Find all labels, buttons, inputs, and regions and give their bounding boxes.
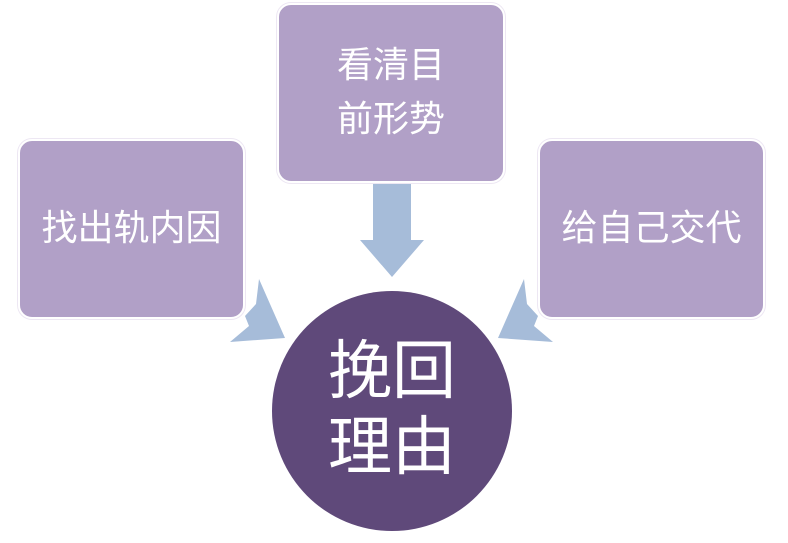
arrow-top-to-center <box>360 183 424 277</box>
arrow-left-to-center <box>230 279 285 342</box>
right-box-label: 给自己交代 <box>561 208 742 249</box>
center-line-1: 挽回 <box>328 335 456 410</box>
left-box: 找出轨内因 <box>18 139 245 319</box>
top-box: 看清目 前形势 <box>277 3 505 183</box>
center-line-2: 理由 <box>328 411 456 485</box>
left-box-label: 找出轨内因 <box>41 208 222 249</box>
arrow-right-to-center <box>498 279 553 342</box>
center-circle: 挽回 理由 <box>272 291 512 531</box>
top-box-line-2: 前形势 <box>336 99 445 140</box>
right-box: 给自己交代 <box>538 139 765 319</box>
top-box-line-1: 看清目 <box>336 45 445 86</box>
